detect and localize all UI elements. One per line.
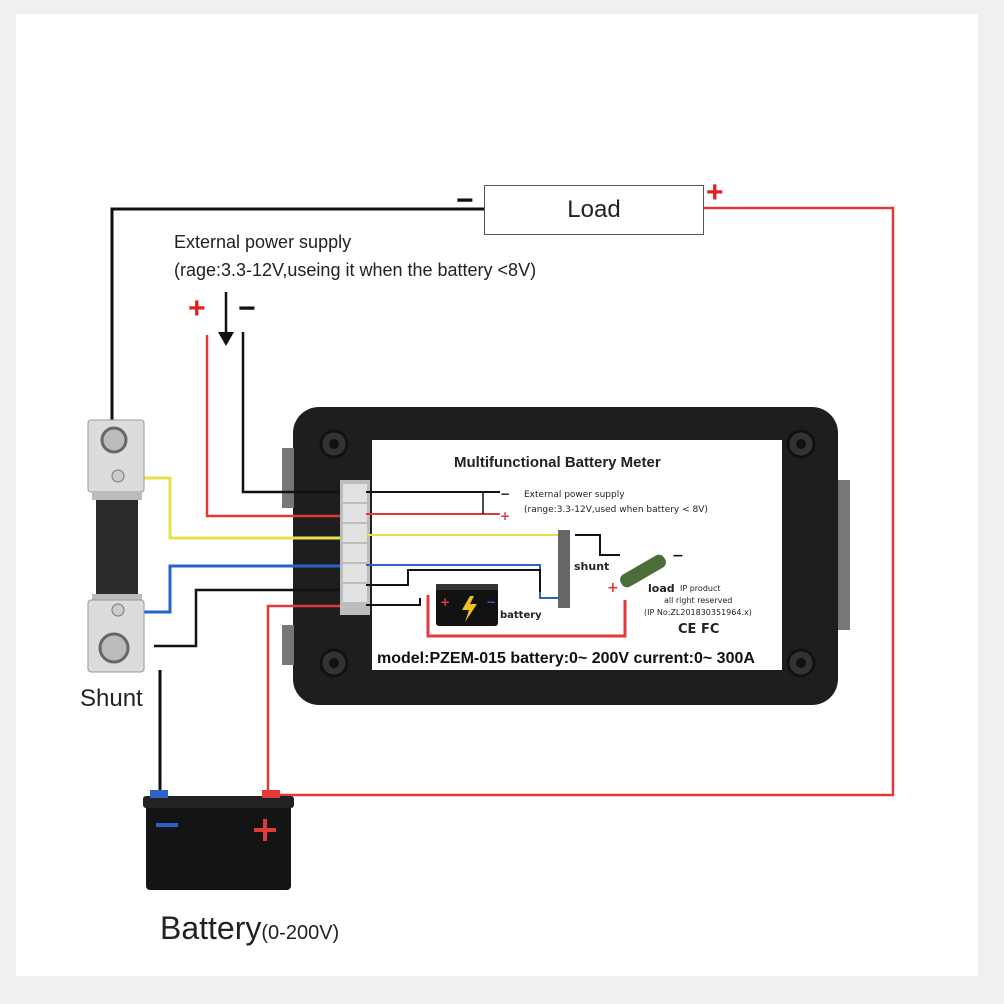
- meter-ip-line1: IP product: [680, 584, 721, 593]
- ext-plus-icon: +: [188, 292, 206, 325]
- terminal-block: [340, 480, 370, 615]
- panel-load-minus-icon: −: [672, 548, 684, 564]
- meter-clip-left-bottom: [282, 625, 294, 665]
- ext-minus-icon: −: [238, 292, 256, 325]
- ext-supply-title: External power supply: [174, 232, 352, 252]
- load-box: Load: [484, 185, 704, 235]
- outer-wiring: [110, 206, 895, 800]
- meter-clip-left-top: [282, 448, 294, 508]
- load-label: Load: [567, 196, 621, 223]
- meter-certs: CE FC: [678, 622, 720, 637]
- meter-ext-line1: External power supply: [524, 490, 625, 500]
- meter-clip-right: [838, 480, 850, 630]
- meter-title: Multifunctional Battery Meter: [454, 454, 661, 471]
- panel-battery-icon: [436, 584, 498, 626]
- battery-label: Battery(0-200V): [160, 910, 339, 947]
- battery-range: (0-200V): [261, 922, 340, 944]
- battery-icon: [143, 790, 294, 890]
- load-plus-icon: +: [706, 176, 724, 209]
- ext-supply-note: (rage:3.3-12V,useing it when the battery…: [174, 260, 537, 280]
- meter-load-label: load: [648, 582, 675, 595]
- arrow-down-icon: [218, 292, 234, 346]
- meter-ip-line2: all right reserved: [664, 596, 733, 605]
- panel-ext-plus-icon: +: [500, 509, 510, 523]
- panel-wiring: [366, 491, 627, 638]
- battery-label-text: Battery: [160, 910, 262, 946]
- shunt-device: [87, 419, 145, 673]
- panel-shunt: [558, 530, 570, 608]
- panel-load-icon: [620, 554, 666, 588]
- meter-ip-line3: (IP No:ZL201830351964.x): [644, 608, 752, 617]
- screw-icon: [319, 429, 816, 678]
- panel-battery-plus-icon: +: [440, 595, 450, 609]
- panel-battery-minus-icon: −: [486, 595, 496, 609]
- load-minus-icon: −: [456, 184, 474, 217]
- meter-ext-line2: (range:3.3-12V,used when battery < 8V): [524, 505, 708, 515]
- shunt-label: Shunt: [80, 685, 143, 712]
- meter-label-panel: [372, 440, 782, 670]
- meter-model: model:PZEM-015 battery:0~ 200V current:0…: [377, 650, 755, 667]
- panel-load-plus-icon: +: [607, 580, 619, 596]
- meter-battery-label: battery: [500, 610, 542, 621]
- meter-shunt-label: shunt: [574, 560, 610, 573]
- panel-ext-minus-icon: −: [500, 487, 510, 501]
